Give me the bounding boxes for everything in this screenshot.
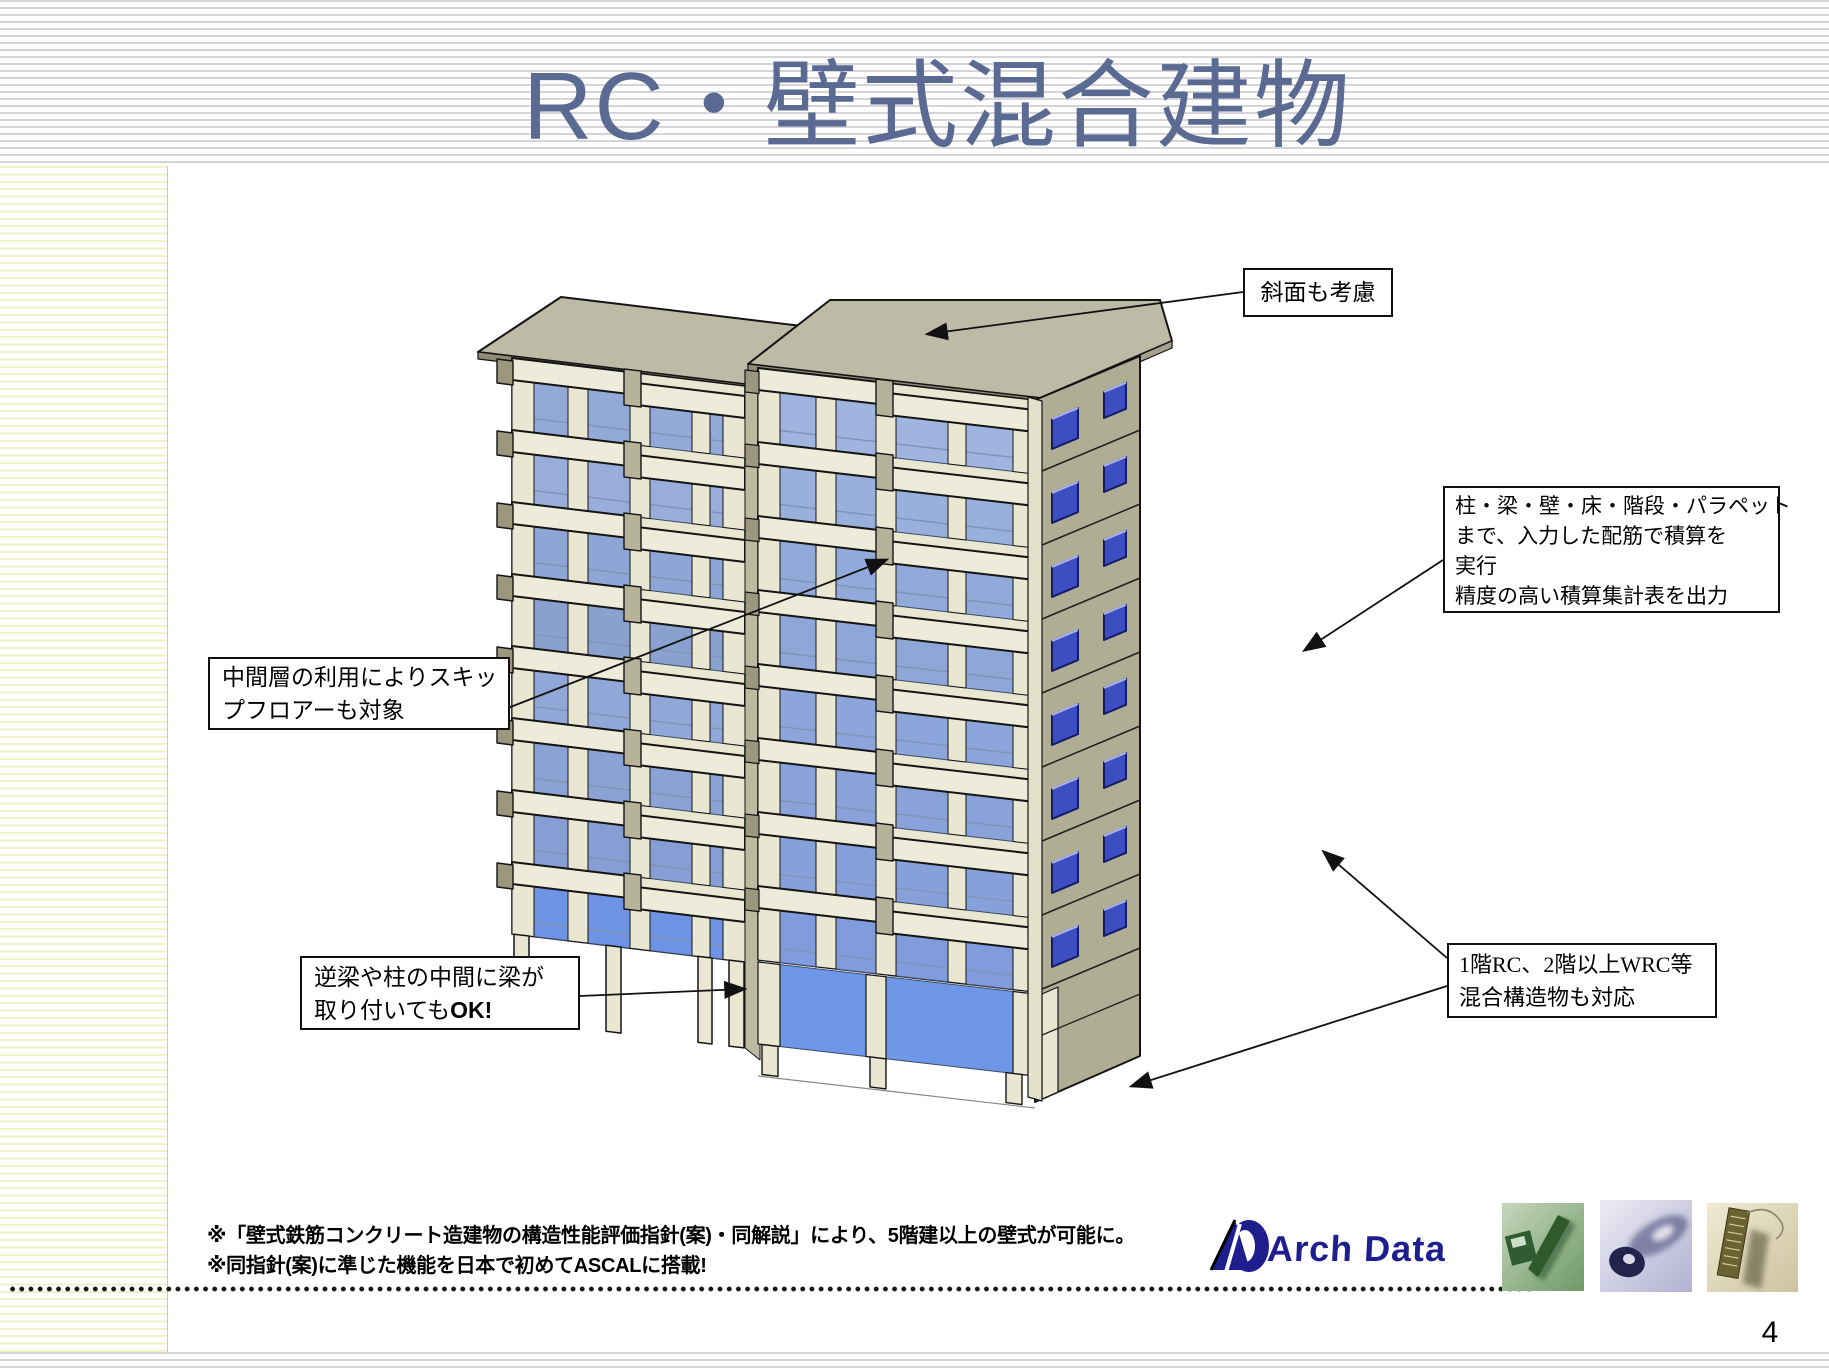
callout-reverse-line2-serif: 取り付いても <box>314 998 451 1023</box>
sidebar-stripe-band <box>0 166 168 1352</box>
arch-data-logo-text: Arch Data <box>1266 1228 1447 1269</box>
arrow-reverse-beam <box>579 980 748 999</box>
callout-reverse-line2-ok: OK <box>450 997 485 1023</box>
arrow-slope <box>924 291 1244 341</box>
footer-stripe-band <box>0 1352 1829 1372</box>
thumbnail-disc-purple <box>1600 1200 1692 1292</box>
callout-skip-line1: 中間層の利用によりスキッ <box>222 665 498 690</box>
footnote-line2: ※同指針(案)に準じた機能を日本で初めてASCALに搭載! <box>207 1255 707 1277</box>
callout-reverse-beam: 逆梁や柱の中間に梁が 取り付いてもOK! <box>300 956 580 1030</box>
page-number: 4 <box>1761 1316 1779 1349</box>
callout-slope-text: 斜面も考慮 <box>1260 280 1376 305</box>
arrow-mixed-lower <box>1128 985 1448 1089</box>
callout-arrows <box>507 291 1448 1089</box>
arrow-skip-floor <box>507 558 890 709</box>
callout-estimation-line2: まで、入力した配筋で積算を <box>1455 524 1728 548</box>
arch-data-logo-mark <box>1209 1218 1269 1276</box>
callout-estimation: 柱・梁・壁・床・階段・パラペット まで、入力した配筋で積算を 実行 精度の高い積… <box>1443 486 1791 613</box>
callout-skip-line2: プフロアーも対象 <box>222 698 405 723</box>
thumbnail-keyboard-beige <box>1707 1203 1798 1292</box>
header-stripe-band <box>0 0 1829 166</box>
callout-estimation-line3: 実行 <box>1455 554 1497 578</box>
building-3d-model <box>477 296 1173 1109</box>
page-title: RC・壁式混合建物 <box>523 53 1352 160</box>
callout-reverse-line2-excl: ! <box>484 997 493 1023</box>
callout-reverse-line1: 逆梁や柱の中間に梁が <box>314 965 544 990</box>
arrow-estimation <box>1301 559 1444 652</box>
callout-mixed-structure: 1階RC、2階以上WRC等 混合構造物も対応 <box>1447 943 1717 1018</box>
callout-estimation-line1: 柱・梁・壁・床・階段・パラペット <box>1455 494 1791 518</box>
callout-slope: 斜面も考慮 <box>1243 268 1393 317</box>
dotted-divider <box>8 1286 1535 1292</box>
footnote-line1: ※「壁式鉄筋コンクリート造建物の構造性能評価指針(案)・同解説」により、5階建以… <box>207 1225 1135 1247</box>
callout-reverse-line2: 取り付いてもOK! <box>314 994 566 1027</box>
arrow-mixed-upper <box>1321 849 1448 959</box>
callout-skip-floor: 中間層の利用によりスキッ プフロアーも対象 <box>208 657 510 730</box>
arch-data-logo: Arch Data <box>1205 1216 1475 1278</box>
callout-mixed-line1: 1階RC、2階以上WRC等 <box>1459 952 1693 977</box>
footnote: ※「壁式鉄筋コンクリート造建物の構造性能評価指針(案)・同解説」により、5階建以… <box>207 1221 1135 1281</box>
callout-estimation-line4: 精度の高い積算集計表を出力 <box>1455 584 1728 608</box>
thumbnail-floppy-green <box>1502 1203 1584 1291</box>
callout-mixed-line2: 混合構造物も対応 <box>1459 985 1636 1010</box>
